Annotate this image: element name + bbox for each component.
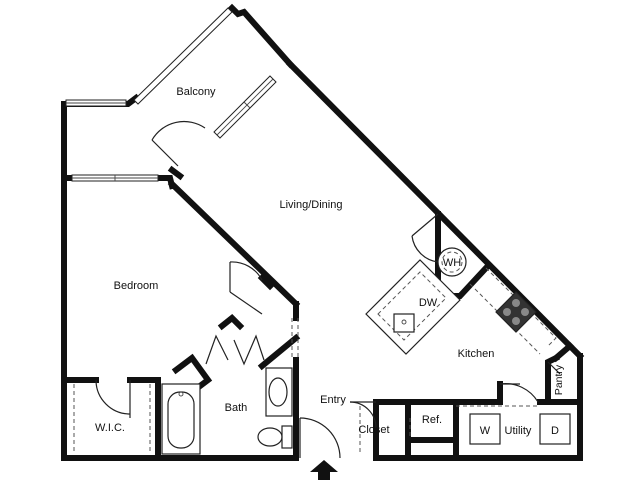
label-dryer: D	[551, 425, 559, 437]
dryer	[539, 413, 571, 445]
label-dishwasher: DW	[419, 297, 438, 309]
label-utility: Utility	[505, 425, 532, 437]
label-pantry: Pantry	[553, 364, 565, 395]
windows	[65, 7, 277, 182]
label-bath: Bath	[225, 402, 248, 414]
bath-sink	[268, 377, 288, 407]
wall-bath-diag	[257, 333, 301, 371]
utility-appliances	[469, 413, 571, 445]
kitchen-island	[365, 259, 461, 355]
label-entry: Entry	[320, 394, 346, 406]
toilet-tank	[281, 425, 293, 449]
entry-arrow	[310, 460, 338, 480]
wall-bedroom-door-stub	[217, 313, 245, 331]
wic-shelving	[73, 384, 361, 452]
balcony-railing	[133, 7, 233, 105]
wall-balcony-stub	[167, 165, 185, 181]
label-living-dining: Living/Dining	[280, 199, 343, 211]
wall-bedroom-diagonal	[167, 179, 301, 309]
kitchen-counter	[485, 267, 557, 347]
pantry-door-leaf	[547, 361, 561, 375]
fixture-labels: WH DW Ref. W D	[419, 257, 559, 437]
room-labels: Balcony Living/Dining Bedroom Kitchen Ba…	[95, 86, 565, 437]
washer	[469, 413, 501, 445]
kitchen-fixtures	[365, 247, 557, 355]
toilet-bowl	[257, 427, 283, 447]
bath-fixtures	[161, 367, 293, 455]
wall-bottom-right	[373, 353, 583, 461]
range-cooktop	[495, 291, 537, 333]
wh-door-leaf	[411, 213, 439, 237]
balcony-door-leaf	[151, 139, 179, 167]
kitchen-sink	[393, 313, 415, 333]
wall-utility-top	[453, 381, 503, 461]
wall-balcony-right	[227, 3, 295, 69]
label-balcony: Balcony	[176, 86, 216, 98]
label-bedroom: Bedroom	[114, 280, 159, 292]
wall-pantry-corner	[551, 341, 585, 363]
vanity	[265, 367, 293, 417]
label-closet: Closet	[358, 424, 389, 436]
wall-left-exterior	[61, 101, 299, 461]
walls	[61, 3, 585, 461]
wall-bath-top	[171, 353, 213, 391]
bath-door-leaf	[205, 334, 229, 365]
label-refrigerator: Ref.	[422, 414, 442, 426]
wall-bedroom-door-jamb	[257, 273, 275, 291]
label-washer: W	[480, 425, 491, 437]
label-water-heater: WH	[443, 257, 461, 269]
label-kitchen: Kitchen	[458, 348, 495, 360]
doors	[95, 120, 561, 459]
label-wic: W.I.C.	[95, 422, 125, 434]
